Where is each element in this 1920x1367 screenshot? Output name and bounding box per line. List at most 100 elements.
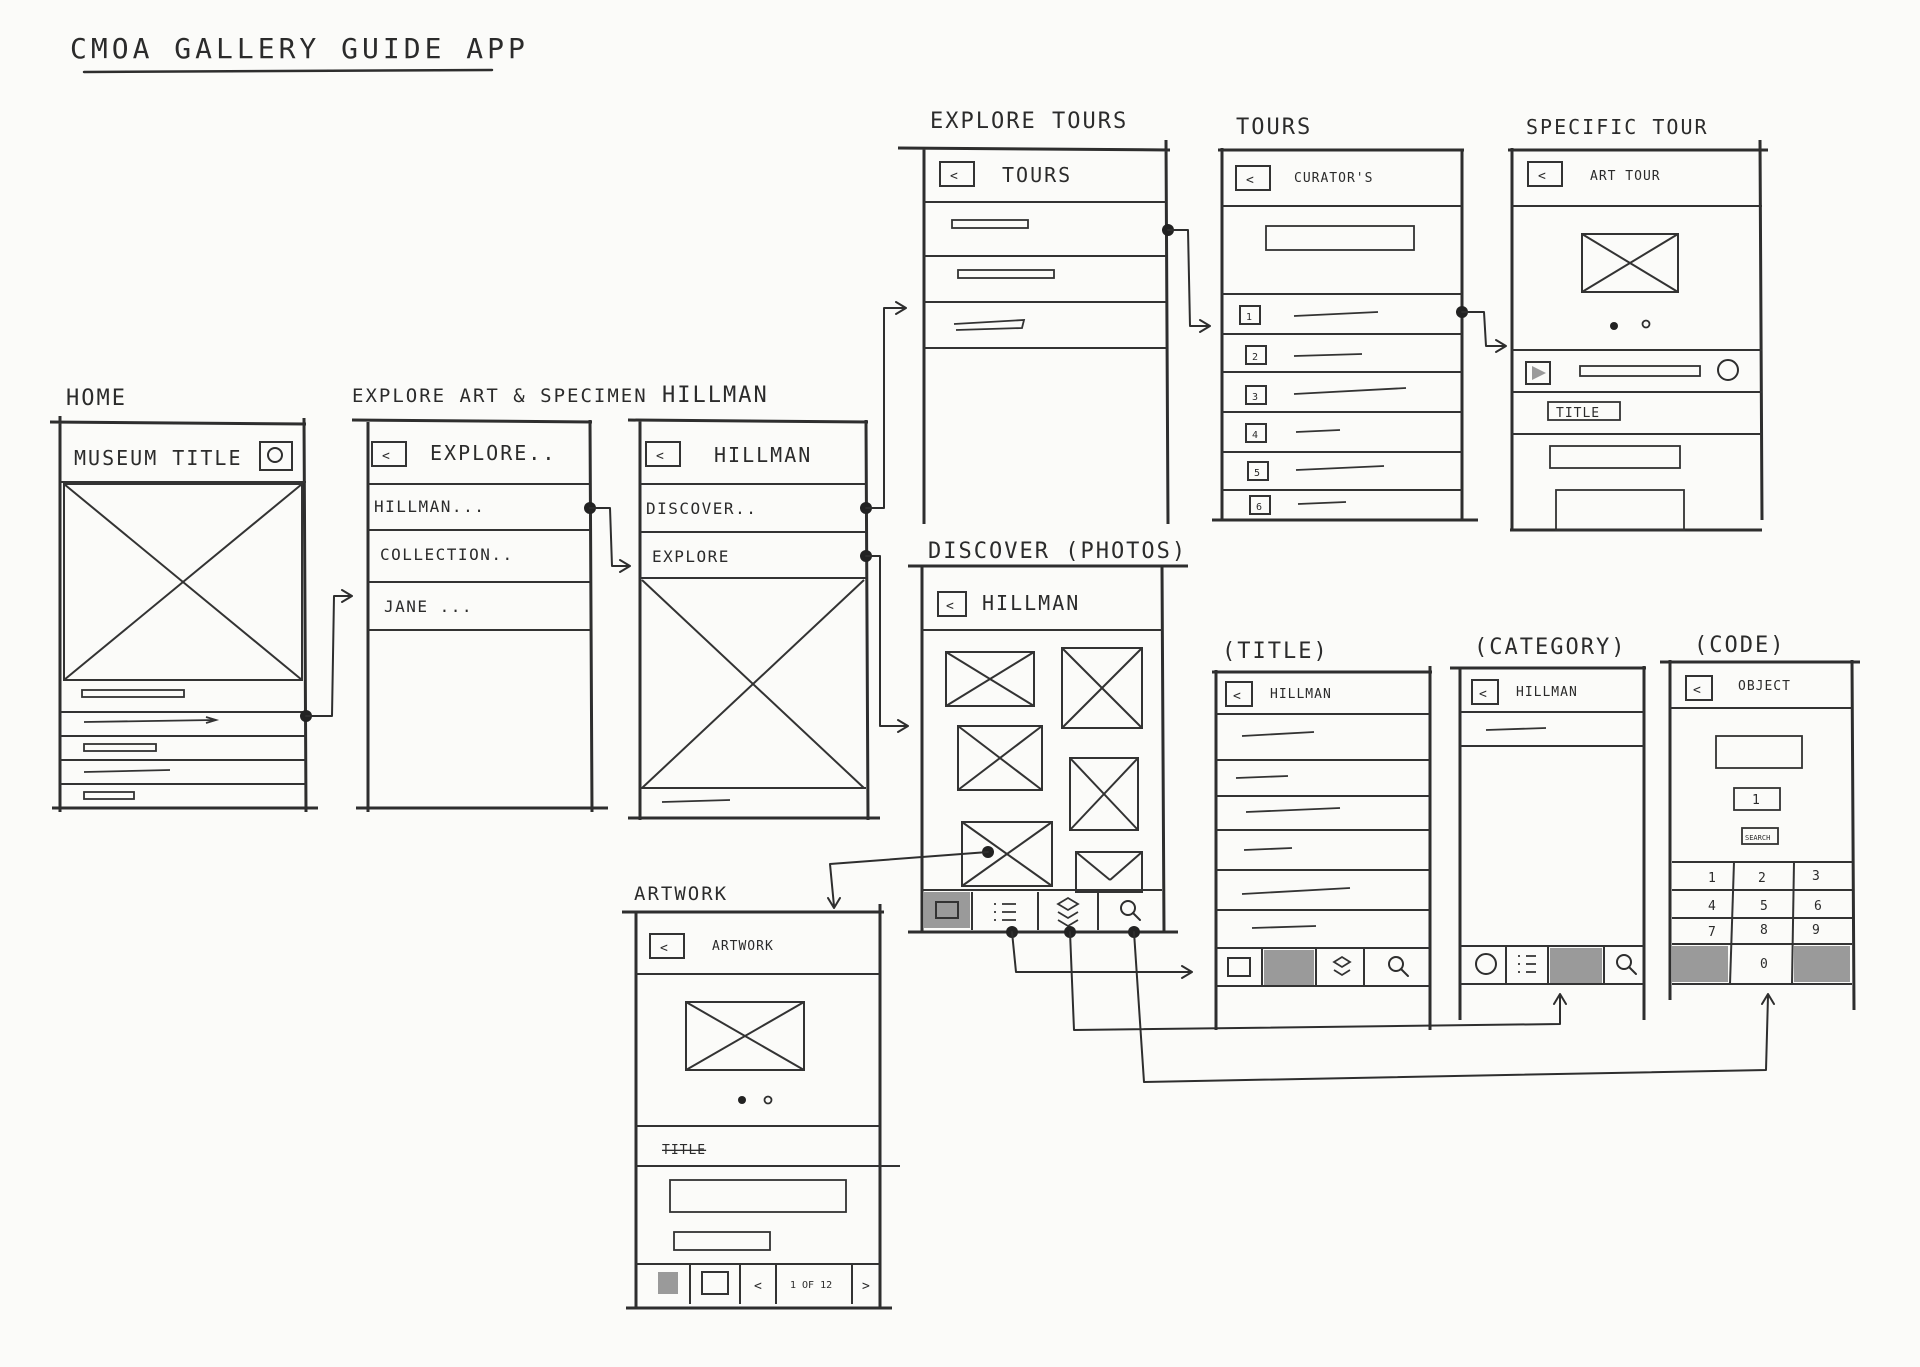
artwork-title: TITLE (662, 1143, 706, 1158)
search-icon[interactable] (259, 441, 293, 471)
info-icon[interactable] (1717, 359, 1739, 381)
carousel-dot-active[interactable] (1610, 322, 1618, 330)
description-box (1549, 445, 1681, 469)
tab-photos[interactable] (1672, 946, 1728, 982)
by-title-tab-bar (1216, 947, 1430, 987)
back-button[interactable]: < (1471, 679, 1499, 705)
tab-category[interactable] (1550, 948, 1602, 984)
search-icon[interactable] (1388, 956, 1404, 972)
list-item[interactable] (1235, 775, 1289, 779)
sketch-title: CMOA GALLERY GUIDE APP (70, 32, 529, 65)
hillman-header: HILLMAN (714, 443, 812, 467)
back-button[interactable]: < (371, 441, 407, 467)
keypad-key-0[interactable]: 0 (1760, 957, 1769, 972)
search-button[interactable] (1741, 827, 1779, 845)
photo-tile[interactable] (1069, 757, 1139, 831)
list-item-collection[interactable]: COLLECTION.. (380, 545, 514, 564)
details-box (673, 1231, 771, 1251)
keypad-key-9[interactable]: 9 (1812, 923, 1821, 938)
list-item[interactable] (1245, 807, 1341, 813)
photo-tile[interactable] (945, 651, 1035, 707)
svg-text:<: < (656, 449, 665, 464)
back-button[interactable]: < (1685, 675, 1713, 701)
audio-progress[interactable] (1579, 365, 1701, 377)
list-item[interactable] (83, 769, 171, 773)
list-item-explore[interactable]: EXPLORE (652, 547, 730, 566)
photo-icon[interactable] (1475, 953, 1497, 975)
by-title-header: HILLMAN (1270, 687, 1332, 702)
back-button[interactable]: < (649, 933, 685, 959)
list-item[interactable] (953, 319, 1026, 331)
tab-category[interactable] (1056, 896, 1080, 928)
by-category-tab-bar (1460, 945, 1644, 985)
list-item[interactable] (1251, 925, 1317, 929)
next-button[interactable]: > (862, 1279, 871, 1294)
back-button[interactable]: < (939, 161, 975, 187)
tab-photos[interactable] (924, 892, 970, 928)
keypad-key-6[interactable]: 6 (1814, 899, 1823, 914)
keypad-key-1[interactable]: 1 (1708, 871, 1717, 886)
artwork-header: ARTWORK (712, 939, 774, 954)
screen-label-hillman: HILLMAN (662, 383, 769, 408)
code-value-box[interactable] (1733, 787, 1781, 811)
photo-icon[interactable] (658, 1272, 678, 1294)
back-button[interactable]: < (937, 591, 967, 617)
keypad-key-7[interactable]: 7 (1708, 925, 1717, 940)
tab-list[interactable] (994, 903, 1016, 921)
list-item-hillman[interactable]: HILLMAN... (374, 497, 485, 516)
carousel-dot[interactable] (763, 1095, 773, 1105)
screen-label-by-code: (CODE) (1694, 633, 1785, 658)
list-item[interactable] (83, 743, 157, 752)
list-item[interactable] (951, 219, 1029, 229)
list-item[interactable] (1241, 887, 1351, 895)
back-button[interactable]: < (1225, 681, 1253, 707)
map-icon[interactable] (701, 1271, 729, 1295)
carousel-dot[interactable] (1641, 319, 1651, 329)
list-item-jane[interactable]: JANE ... (384, 597, 473, 616)
keypad-key-8[interactable]: 8 (1760, 923, 1769, 938)
list-item-discover[interactable]: DISCOVER.. (646, 499, 757, 518)
pager-count: 1 OF 12 (790, 1280, 832, 1291)
tab-search[interactable] (1120, 900, 1141, 921)
keypad-key-5[interactable]: 5 (1760, 899, 1769, 914)
tab-search[interactable] (1794, 946, 1850, 982)
back-button[interactable]: < (1235, 165, 1271, 191)
search-icon[interactable] (1616, 954, 1632, 970)
carousel-dot-active[interactable] (738, 1096, 746, 1104)
audio-player[interactable] (1525, 359, 1739, 385)
tab-list[interactable] (1264, 950, 1314, 986)
tour-image-placeholder (1581, 233, 1679, 293)
svg-text:6: 6 (1256, 502, 1262, 513)
details-box (1555, 489, 1685, 531)
screen-hillman: HILLMAN < HILLMAN DISCOVER.. EXPLORE (627, 383, 880, 821)
code-input[interactable] (1715, 735, 1803, 769)
photo-icon[interactable] (1227, 957, 1251, 977)
back-button[interactable]: < (1527, 161, 1563, 187)
screen-discover: DISCOVER (PHOTOS) < HILLMAN (908, 539, 1188, 934)
screen-explore-art: EXPLORE ART & SPECIMEN < EXPLORE.. HILLM… (351, 385, 646, 813)
list-item[interactable] (83, 716, 220, 724)
list-item[interactable] (1485, 727, 1547, 731)
keypad-key-2[interactable]: 2 (1758, 871, 1767, 886)
keypad-key-3[interactable]: 3 (1812, 869, 1821, 884)
screen-label-by-category: (CATEGORY) (1474, 635, 1626, 660)
list-item[interactable] (1243, 847, 1293, 851)
prev-button[interactable]: < (754, 1279, 763, 1294)
play-button[interactable] (1525, 361, 1551, 385)
keypad-key-4[interactable]: 4 (1708, 899, 1717, 914)
photo-tile[interactable] (961, 821, 1053, 887)
list-item[interactable] (661, 799, 731, 803)
list-item[interactable] (83, 791, 135, 800)
list-item[interactable] (1241, 731, 1315, 737)
photo-tile[interactable] (1061, 647, 1143, 729)
photo-tile[interactable] (957, 725, 1043, 791)
list-icon[interactable] (1518, 955, 1536, 973)
artwork-bottom-bar: < 1 OF 12 > (636, 1263, 880, 1304)
layers-icon[interactable] (1332, 955, 1352, 977)
list-item[interactable] (81, 689, 185, 698)
list-item[interactable] (957, 269, 1055, 279)
hillman-image-placeholder (640, 579, 866, 789)
back-button[interactable]: < (645, 441, 681, 467)
photo-tile[interactable] (1075, 851, 1143, 893)
